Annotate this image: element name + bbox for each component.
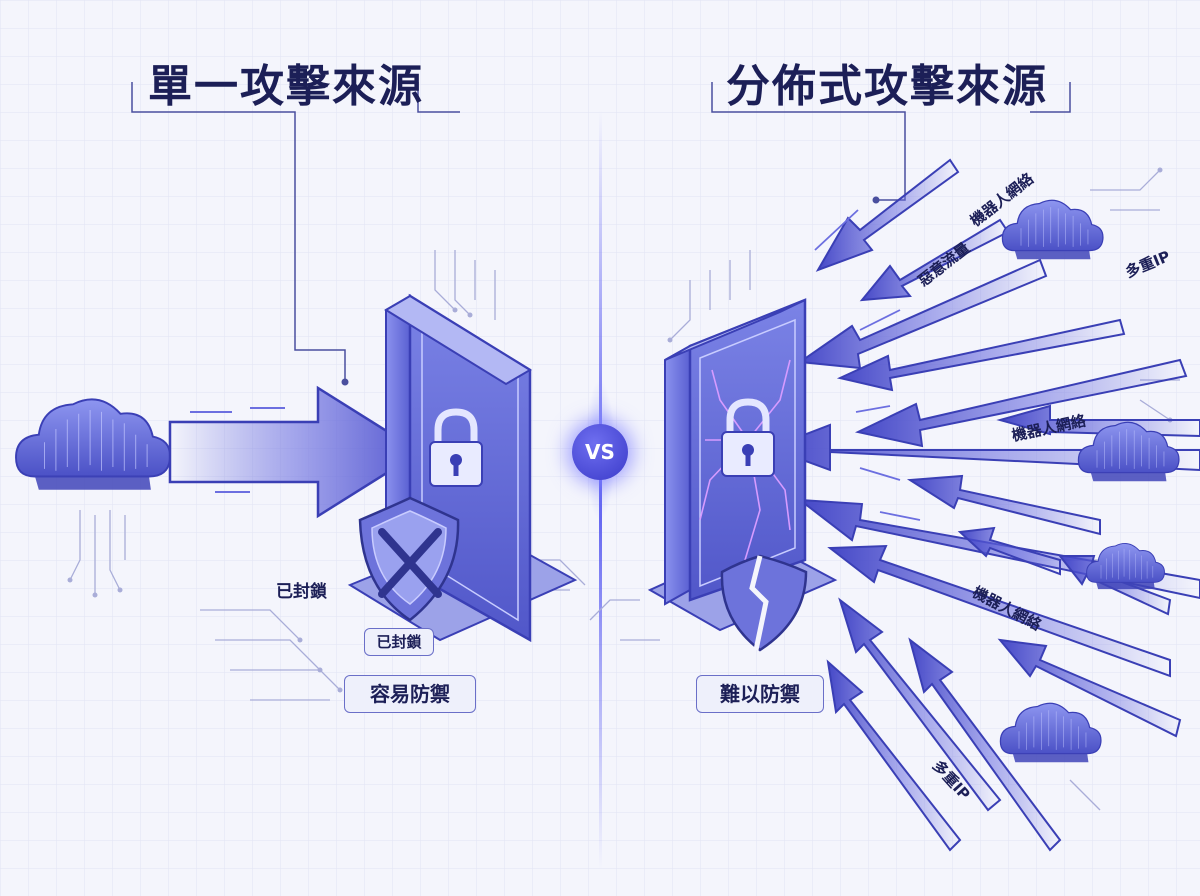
vs-badge: VS — [572, 424, 628, 480]
right-title: 分佈式攻擊來源 — [726, 61, 1048, 112]
easy-defense-label: 容易防禦 — [344, 675, 476, 713]
single-attack-arrow — [168, 385, 423, 519]
shield-icon — [358, 496, 460, 622]
blocked-label: 已封鎖 — [276, 582, 327, 602]
broken-shield-icon — [720, 554, 808, 652]
hard-defense-label: 難以防禦 — [696, 675, 824, 713]
left-title: 單一攻擊來源 — [148, 61, 424, 112]
shield-blocked-tag: 已封鎖 — [364, 628, 434, 656]
